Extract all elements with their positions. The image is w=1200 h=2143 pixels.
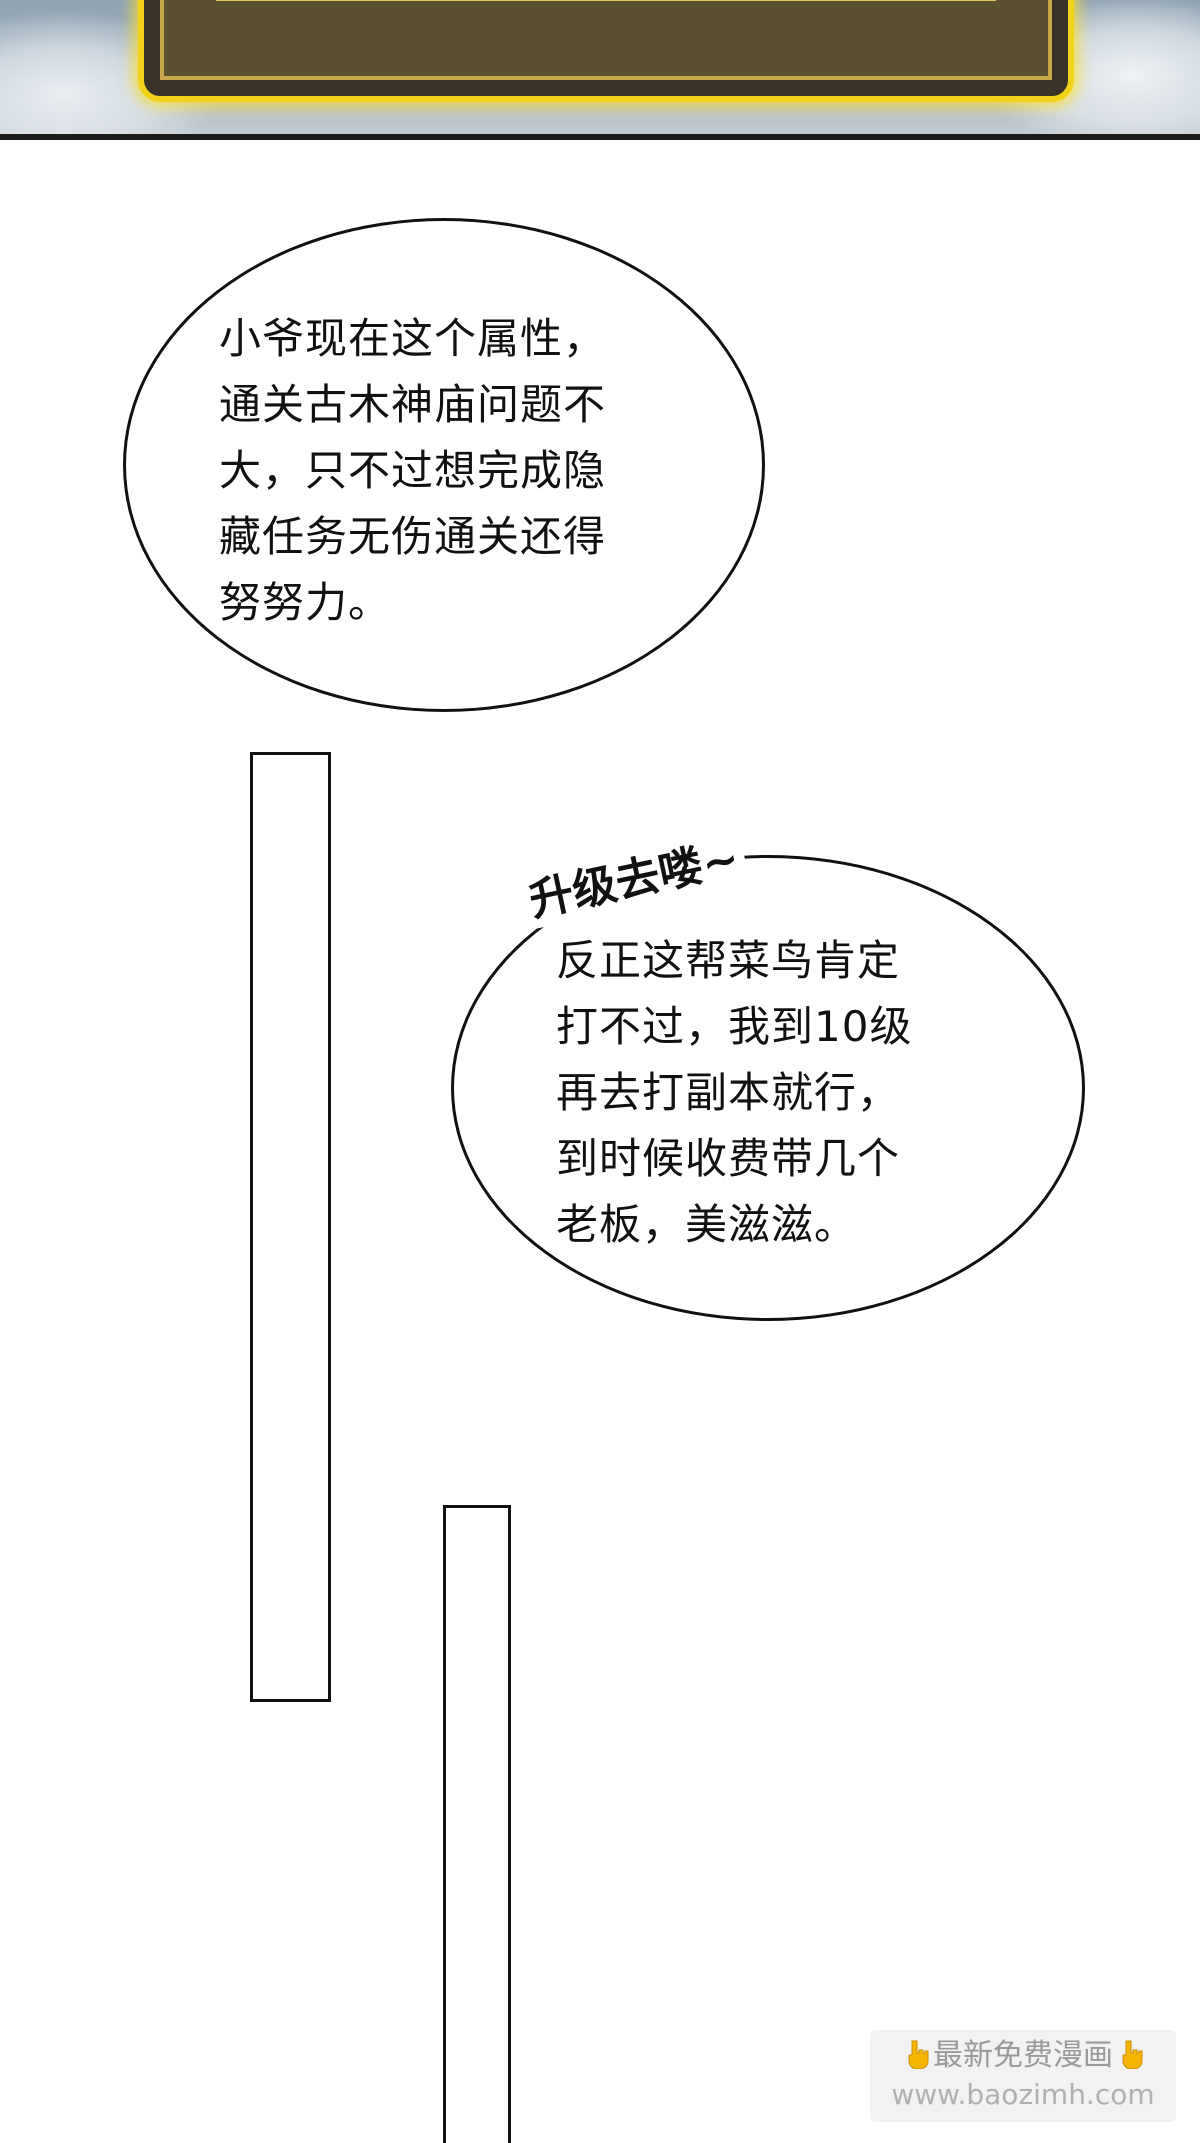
bubble-1-line: 努努力。 [219,578,392,627]
bubble-1-line: 小爷现在这个属性， [219,314,607,363]
watermark-line-1: 最新免费漫画 [880,2036,1166,2076]
pointing-down-hand-icon [1122,2040,1143,2069]
watermark-text-1: 最新免费漫画 [933,2038,1113,2073]
speech-bubble-2 [451,855,1085,1321]
panel-bar-middle [443,1505,511,2143]
golden-frame [138,0,1074,102]
bubble-1-line: 藏任务无伤通关还得 [219,512,607,561]
panel-bar-left [250,752,331,1702]
top-illustration-panel [0,0,1200,140]
bubble-2-line: 再去打副本就行， [556,1068,901,1117]
speech-bubble-1 [123,218,765,712]
bubble-1-line: 通关古木神庙问题不 [219,380,607,429]
speech-bubble-1-text: 小爷现在这个属性， 通关古木神庙问题不 大，只不过想完成隐 藏任务无伤通关还得 … [219,306,606,636]
bubble-2-line: 老板，美滋滋。 [556,1200,858,1249]
golden-frame-core [216,0,996,1]
golden-frame-inner [160,0,1052,80]
bubble-2-line: 打不过，我到10级 [556,1002,913,1051]
panel-border-bottom [0,134,1200,140]
bubble-2-line: 反正这帮菜鸟肯定 [556,936,901,985]
speech-bubble-2-text: 反正这帮菜鸟肯定 打不过，我到10级 再去打副本就行， 到时候收费带几个 老板，… [556,928,912,1258]
pointing-down-hand-icon [908,2040,929,2069]
watermark-url: www.baozimh.com [891,2078,1155,2111]
site-watermark: 最新免费漫画 www.baozimh.com [870,2030,1176,2122]
bubble-1-line: 大，只不过想完成隐 [219,446,607,495]
bubble-2-line: 到时候收费带几个 [556,1134,901,1183]
